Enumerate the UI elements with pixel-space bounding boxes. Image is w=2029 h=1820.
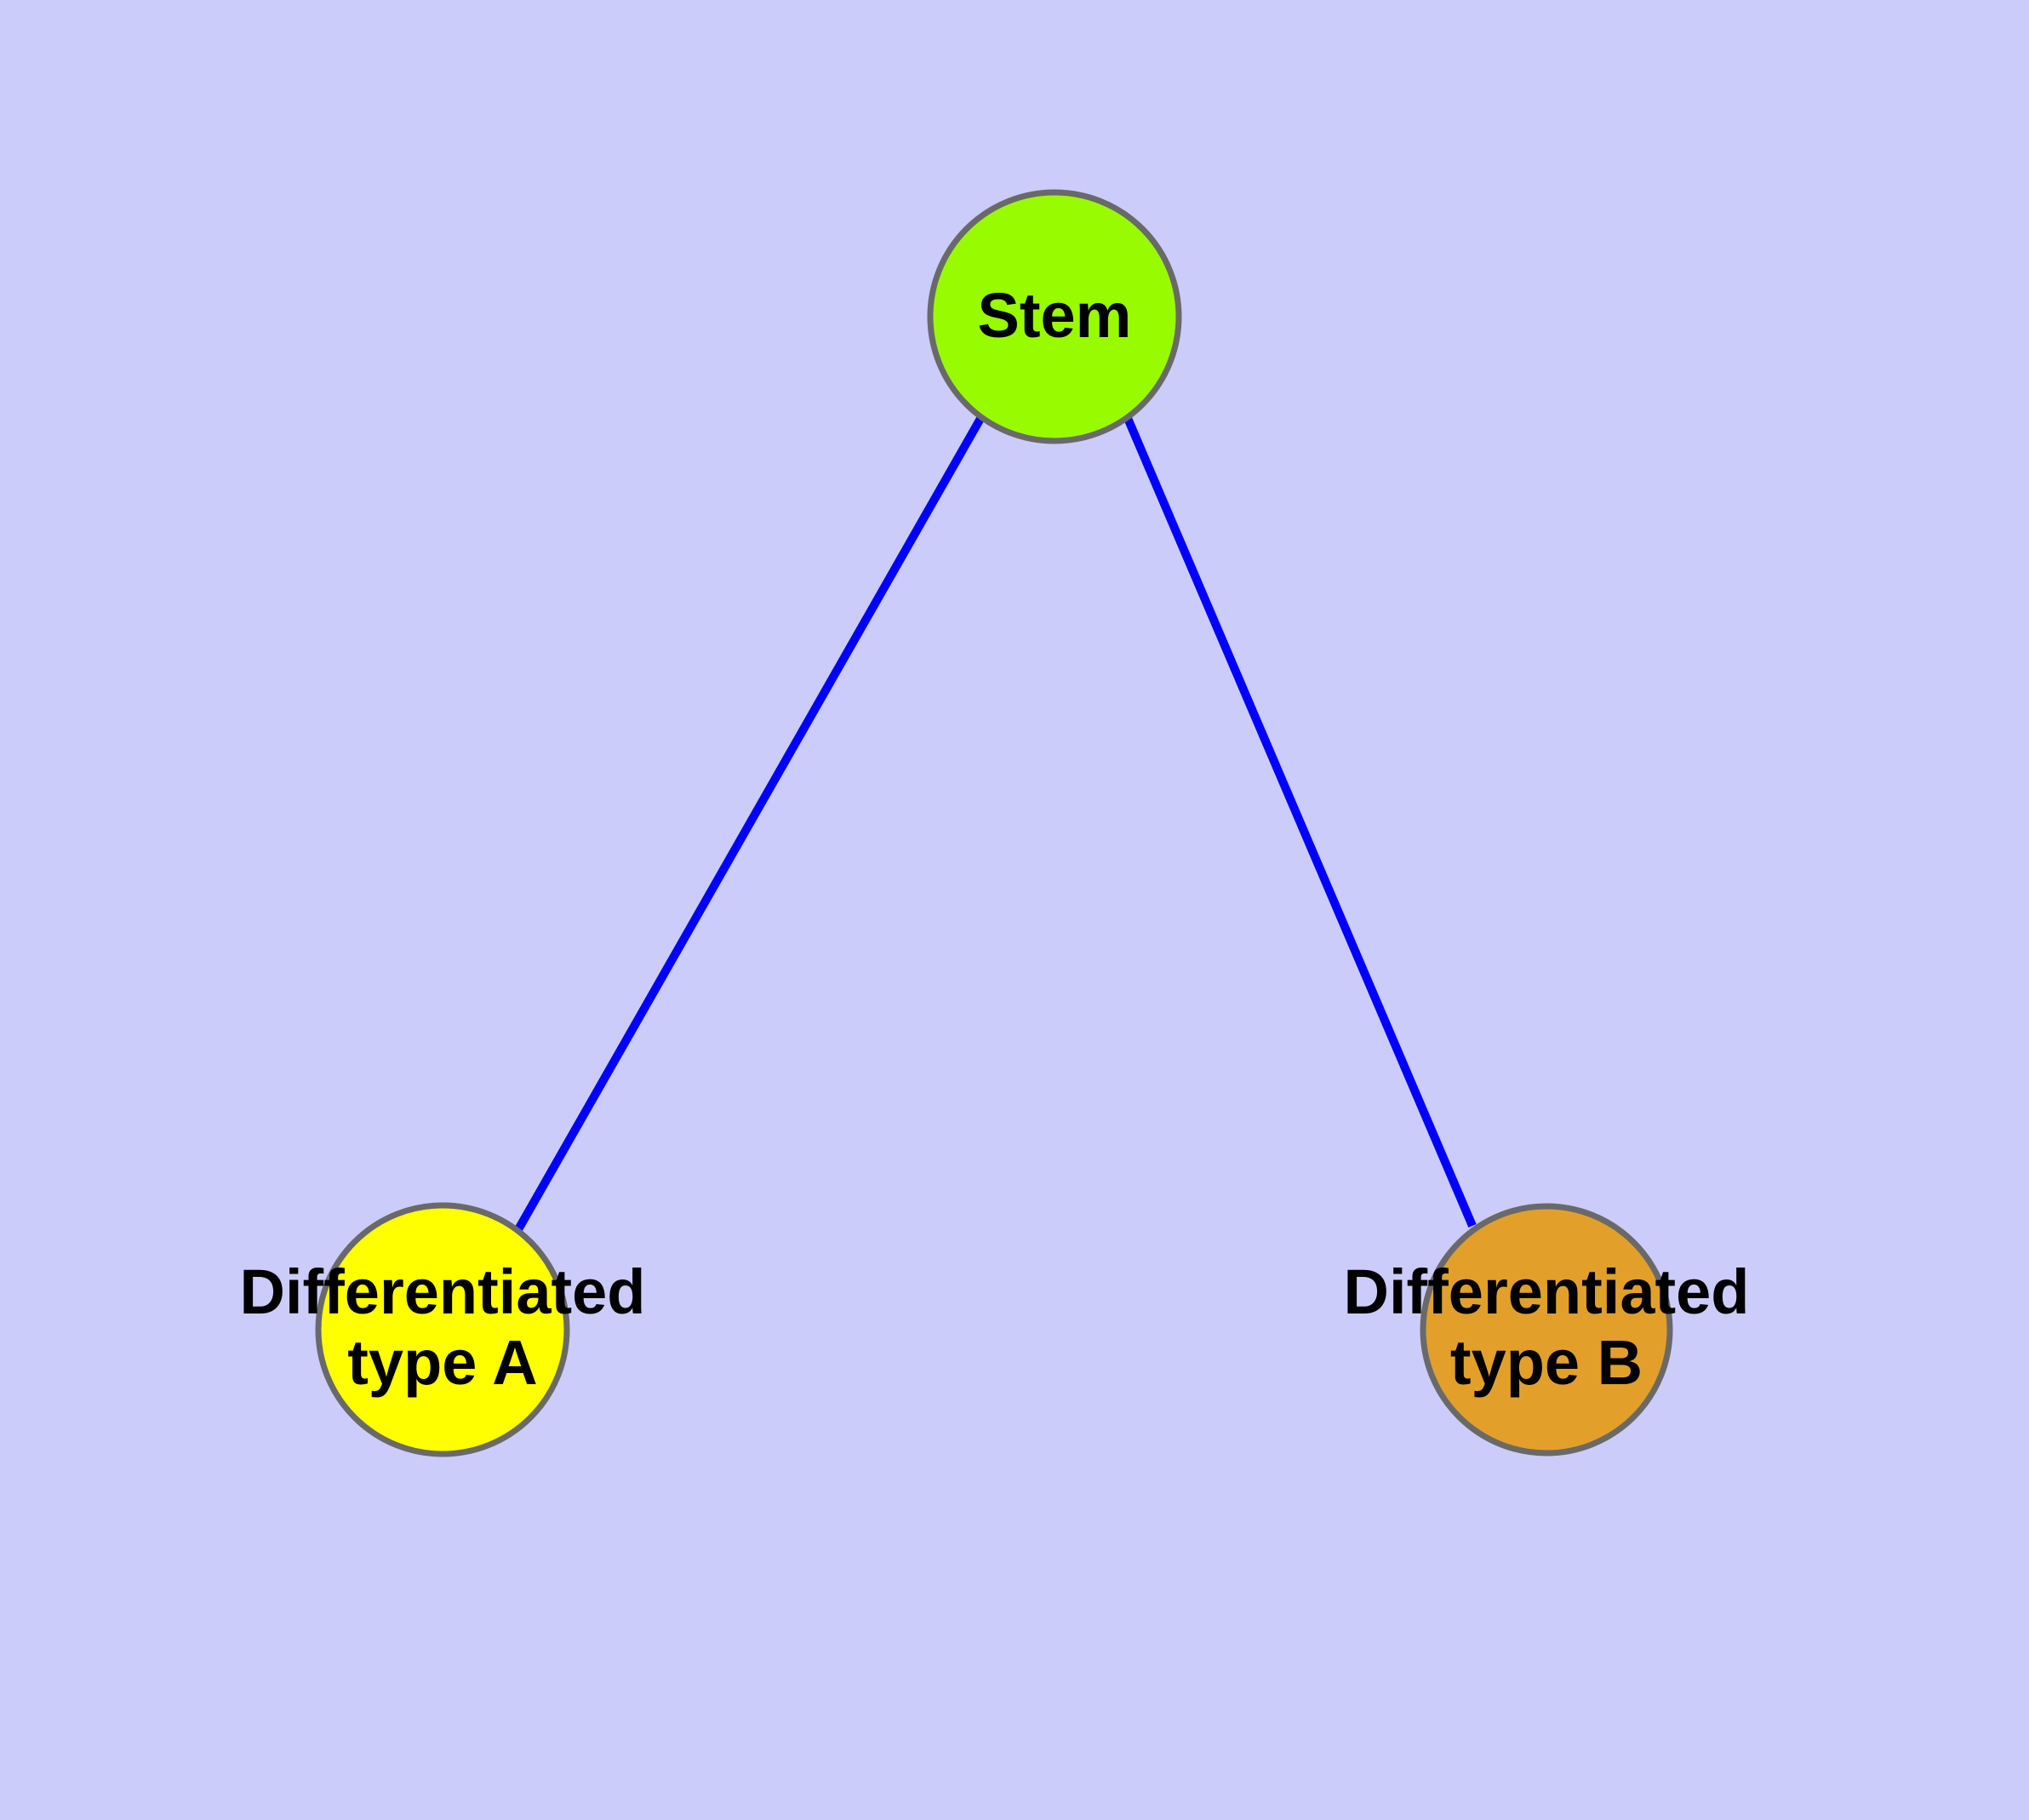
- node-differentiated-type-a[interactable]: [315, 1202, 570, 1457]
- node-differentiated-type-b[interactable]: [1420, 1203, 1673, 1457]
- edge-stem-to-differentiated-type-b: [1123, 415, 1477, 1228]
- edge-stem-to-differentiated-type-a: [513, 415, 986, 1233]
- node-stem[interactable]: [927, 189, 1182, 444]
